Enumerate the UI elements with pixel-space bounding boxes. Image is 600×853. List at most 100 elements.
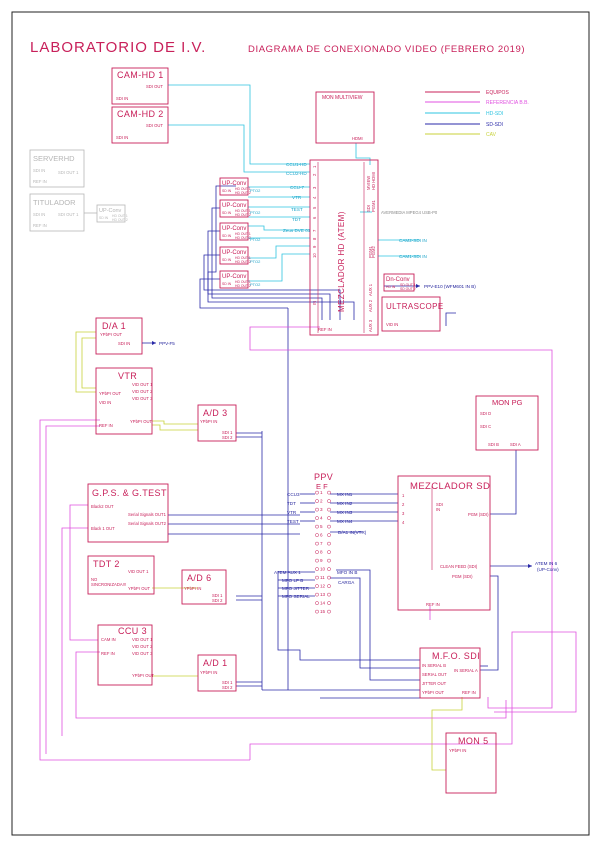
ppv-row-number: 1 xyxy=(320,490,323,495)
ad6-box xyxy=(181,569,227,605)
atem-aux1: AUX 1 xyxy=(368,283,373,296)
atem-in-label-5: TEST xyxy=(291,207,303,212)
atem-num-5: 5 xyxy=(312,206,317,209)
ppv-left-2: TDT xyxy=(287,501,296,506)
atem-in-label-4: VTR xyxy=(292,195,302,200)
atem-in-label-1: CCU1-HD xyxy=(286,162,307,167)
atem-input-labels: CCU1-HD CCU2-HD CCU-7 VTR TEST TDT Zeus … xyxy=(283,162,311,233)
atem-aux3: AUX 3 xyxy=(368,319,373,332)
ppv-jack-e xyxy=(315,541,319,546)
tdt2-note-1: NO xyxy=(91,577,98,582)
ultrascope-box xyxy=(381,296,441,332)
ad1-box xyxy=(197,654,237,692)
serverhd-sdi-out: SDI OUT 1 xyxy=(58,170,79,175)
mezsd-clean-feed: CLEAN FEED (SDI) xyxy=(440,564,478,569)
ppv-left-3: VTR xyxy=(287,510,297,515)
serverhd-ref-in: REF IN xyxy=(33,179,47,184)
ppv-left2-2: MFO LP B xyxy=(282,578,303,583)
upconv-3-box xyxy=(219,222,249,241)
atem-in-label-6: TDT xyxy=(292,217,301,222)
ccu3-ypbpr-out: YPbPr OUT xyxy=(132,673,155,678)
upconv-1-tag: PTO2 xyxy=(250,188,261,193)
upconv-4-in: SD IN xyxy=(222,258,232,262)
atem-box xyxy=(309,159,379,336)
ppv-jack-e xyxy=(315,592,319,597)
ppv-row-number: 3 xyxy=(320,507,323,512)
ad3-sdi-2: SDI 2 xyxy=(222,435,233,440)
ppv-jack-e xyxy=(315,558,319,563)
ppv-title: PPV xyxy=(314,472,333,482)
vtr-vid-out-2: VID OUT 2 xyxy=(132,389,153,394)
ppv-jack-f xyxy=(327,499,331,503)
atem-sdi: SDI xyxy=(366,205,371,212)
mon-pg-sdi-b: SDI B xyxy=(488,442,499,447)
da1-title: D/A 1 xyxy=(102,321,126,331)
da1-ypbpr-out: YPbPr OUT xyxy=(100,332,123,337)
tdt2-note-2: SINCRONIZADA!!! xyxy=(91,582,126,587)
mon-pg-box xyxy=(475,395,539,451)
upconv-titulador-box xyxy=(96,204,126,223)
ppv-jack-e xyxy=(315,575,319,580)
mon-multiview-box xyxy=(315,91,375,144)
atem-in-label-7: Zeus DVE 01 xyxy=(283,228,311,233)
upconv-titulador-out1: HD OUT 1 xyxy=(112,214,128,218)
dnconv-arrow xyxy=(416,284,420,288)
atem-title: MEZCLADOR HD (ATEM) xyxy=(337,211,346,312)
ppv-jack-f xyxy=(327,533,331,537)
ppv-jack-e xyxy=(315,533,319,537)
dnconv-out2: SD OUT 2 xyxy=(400,287,416,291)
ultrascope-vid-in: VID IN xyxy=(386,322,398,327)
mfo-in-serial-b: IN SERIAL B xyxy=(422,663,446,668)
vtr-ref-in: REF IN xyxy=(99,423,113,428)
mon5-ypbpr-in: YPbPr IN xyxy=(449,748,466,753)
da1-dest: PPV-F5 xyxy=(159,341,175,346)
diagram-title: DIAGRAMA DE CONEXIONADO VIDEO (FEBRERO 2… xyxy=(248,44,525,55)
mon-pg-title: MON PG xyxy=(492,398,523,407)
upconv-1-out2: HD OUT 2 xyxy=(235,191,251,195)
upconv-2-tag: PTO2 xyxy=(250,210,261,215)
ppv-jack-f xyxy=(327,592,331,597)
ppv-jack-f xyxy=(327,524,331,529)
cam2-sdi-out: SDI OUT xyxy=(146,123,163,128)
gps-serial-out1: Serial Signals OUT1 xyxy=(128,512,167,517)
mon-pg-sdi-c: SDI C xyxy=(480,424,491,429)
ppv-jack-e xyxy=(315,550,319,554)
cam1-sdi-out: SDI OUT xyxy=(146,84,163,89)
ppv-jack-e xyxy=(315,567,319,571)
vtr-title: VTR xyxy=(118,371,137,381)
upconv-5-out1: HD OUT 1 xyxy=(235,280,251,284)
upconv-3-in: SD IN xyxy=(222,234,232,238)
titulador-title: TITULADOR xyxy=(33,198,76,207)
atem-num-10: 10 xyxy=(312,253,317,258)
upconv-3-tag: PTO2 xyxy=(250,237,261,242)
tdt2-vid-out-1: VID OUT 1 xyxy=(128,569,149,574)
vtr-box xyxy=(95,367,153,435)
ppv-left-4: TEST xyxy=(287,519,299,524)
ccu3-title: CCU 3 xyxy=(118,626,147,636)
vtr-vid-out-1: VID OUT 1 xyxy=(132,382,153,387)
mfo-title: M.F.O. SDI xyxy=(432,651,480,661)
gps-black1-out: Black 1 OUT xyxy=(91,526,115,531)
ad1-ypbpr-in: YPbPr IN xyxy=(200,670,217,675)
dnconv-title: Dn-Conv xyxy=(386,277,410,283)
upconv-1-in: SD IN xyxy=(222,189,232,193)
mezsd-atem6: ATEM IN 6 xyxy=(535,561,558,566)
upconv-1-title: UP-Conv xyxy=(222,181,246,187)
atem-hdmi: HD HDMI xyxy=(371,172,376,190)
cam2-title: CAM-HD 2 xyxy=(117,109,164,119)
ppv-jack-f xyxy=(327,601,331,605)
atem-num-8: 8 xyxy=(312,237,317,240)
legend-label-ref: REFERENCIA B.B. xyxy=(486,100,529,106)
ppv-jack-f xyxy=(327,609,331,614)
ppv-jack-f xyxy=(327,575,331,580)
ccu3-ref-in: REF IN xyxy=(101,651,115,656)
ppv-jack-f xyxy=(327,567,331,571)
ppv-row-number: 6 xyxy=(320,533,323,538)
ad3-title: A/D 3 xyxy=(203,408,228,418)
ppv-jack-e xyxy=(315,584,319,588)
ppv-jack-f xyxy=(327,550,331,554)
upconv-5-in: SD IN xyxy=(222,282,232,286)
ppv-jack-f xyxy=(327,584,331,588)
gps-black2-out: Black2 OUT xyxy=(91,504,114,509)
